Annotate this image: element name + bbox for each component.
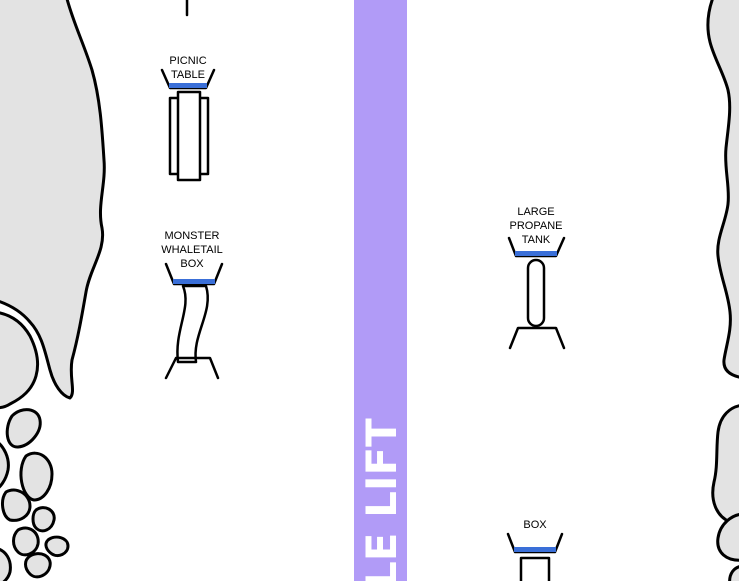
picnic-table-takeoff-bar <box>169 83 207 88</box>
right-treeline <box>706 0 739 379</box>
feature-box[interactable]: BOX <box>506 519 564 581</box>
left-rock-9 <box>0 548 12 581</box>
whaletail-label-line-2: WHALETAIL <box>161 244 223 256</box>
left-rock-7 <box>12 526 40 557</box>
left-rocks-upper <box>0 311 40 410</box>
propane-takeoff-bar <box>515 251 557 256</box>
propane-label-line-3: TANK <box>522 234 551 246</box>
left-tree-area <box>0 0 106 581</box>
whaletail-landing <box>164 356 220 380</box>
feature-large-propane-tank[interactable]: LARGE PROPANE TANK <box>507 206 566 350</box>
propane-tank-body <box>526 258 546 328</box>
left-rock-3 <box>19 451 54 502</box>
whaletail-box-body <box>176 284 209 364</box>
whaletail-label-line-3: BOX <box>180 258 204 270</box>
feature-monster-whaletail-box[interactable]: MONSTER WHALETAIL BOX <box>161 230 224 380</box>
propane-landing <box>508 326 566 350</box>
left-rock-2 <box>0 442 10 489</box>
feature-picnic-table[interactable]: PICNIC TABLE <box>160 55 216 182</box>
left-rock-1 <box>5 408 42 449</box>
right-rocks-lower <box>711 404 739 525</box>
box-label: BOX <box>523 519 547 531</box>
whaletail-label-line-1: MONSTER <box>165 230 220 242</box>
right-tree-area <box>706 0 739 581</box>
right-rock-2 <box>728 565 739 581</box>
left-rock-4 <box>1 488 32 522</box>
propane-label-line-2: PROPANE <box>510 220 563 232</box>
picnic-table-label-line-2: TABLE <box>171 69 205 81</box>
lift-label: LE LIFT <box>357 418 406 581</box>
propane-label-line-1: LARGE <box>517 206 554 218</box>
left-rock-5 <box>31 506 56 533</box>
left-treeline <box>0 0 106 400</box>
picnic-table-top <box>176 90 202 182</box>
box-takeoff-bar <box>514 547 556 552</box>
chairlift: LE LIFT <box>354 0 407 581</box>
picnic-table-label-line-1: PICNIC <box>169 55 206 67</box>
box-body <box>519 556 551 581</box>
right-rock-1 <box>716 513 739 562</box>
whaletail-takeoff-bar <box>173 279 215 284</box>
left-rock-8 <box>24 552 52 579</box>
left-rock-6 <box>44 535 70 558</box>
lift-line <box>354 0 407 581</box>
